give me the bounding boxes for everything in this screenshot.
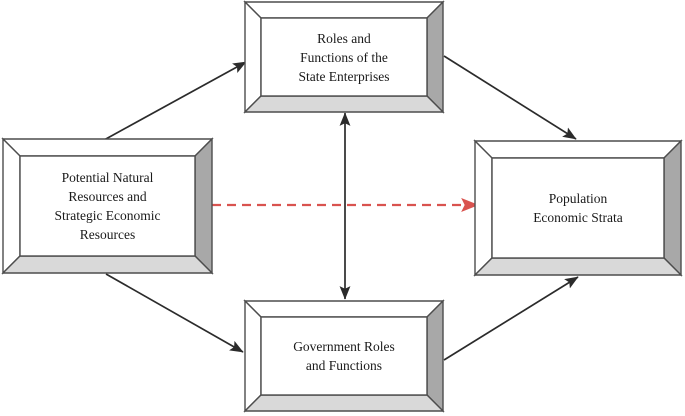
node-potential-natural-resources-and-strategic-economic-resources[interactable] (1, 137, 214, 275)
arrow-left-to-top[interactable] (103, 61, 247, 141)
edges-group (103, 55, 579, 361)
arrow-top-to-right[interactable] (443, 55, 577, 140)
arrow-left-to-bottom[interactable] (105, 273, 244, 353)
arrow-bottom-to-right[interactable] (443, 276, 579, 361)
node-government-roles-and-functions[interactable] (243, 299, 445, 413)
node-population-economic-strata[interactable] (473, 139, 683, 277)
node-roles-and-functions-of-the-state-enterprises[interactable] (243, 0, 445, 114)
